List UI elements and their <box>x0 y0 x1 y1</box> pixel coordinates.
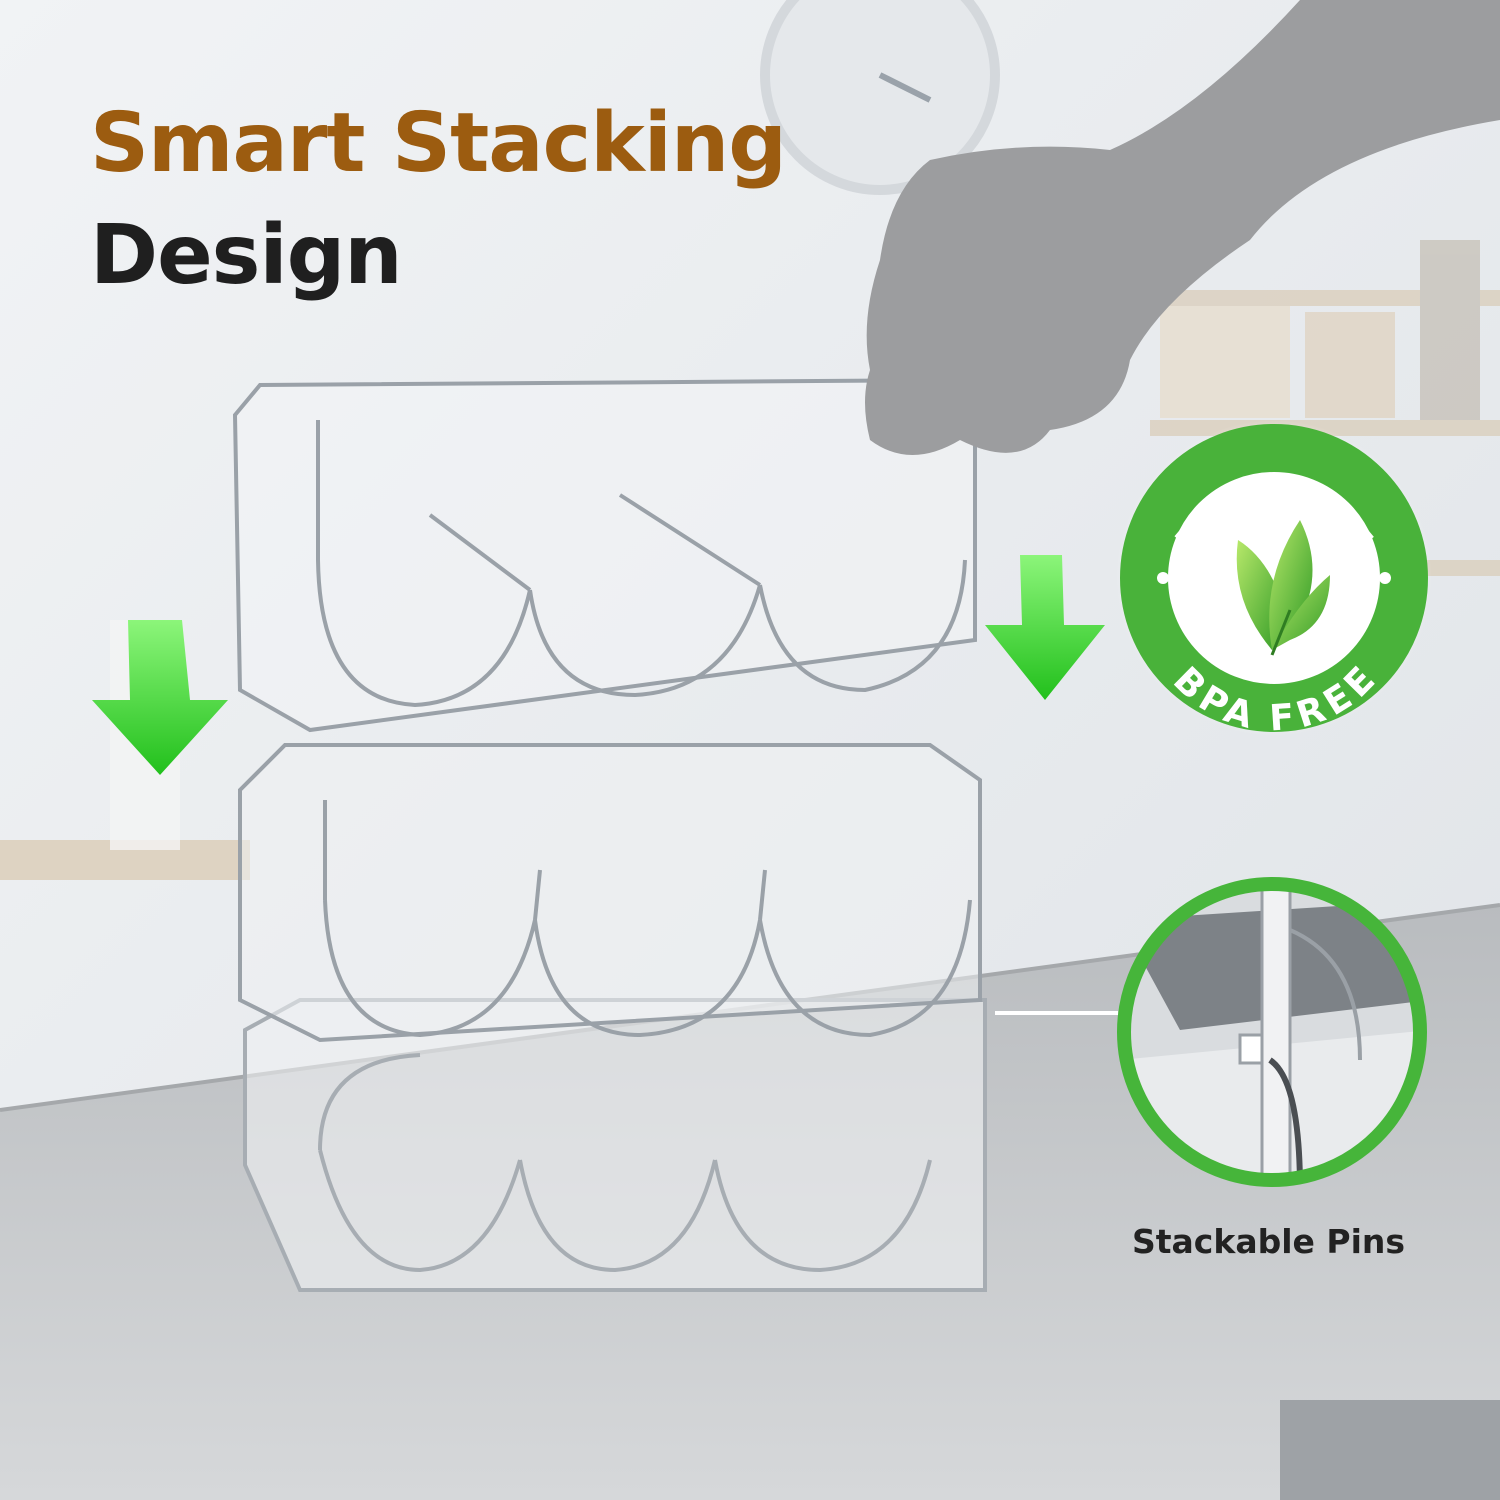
headline: Smart Stacking Design <box>90 88 787 312</box>
clock-hand <box>878 72 932 103</box>
headline-line-1: Smart Stacking <box>90 96 787 191</box>
rack-middle <box>238 743 982 1043</box>
bpa-free-badge <box>1116 420 1432 736</box>
headline-line-2: Design <box>90 208 403 303</box>
hand <box>865 0 1500 455</box>
stackable-pins-label: Stackable Pins <box>1132 1222 1406 1261</box>
rack-top <box>232 377 977 733</box>
leaf-icon <box>1236 520 1330 656</box>
stackable-pins-zoom <box>1117 877 1427 1187</box>
wall-clock <box>760 0 1000 195</box>
rack-bottom <box>243 998 987 1292</box>
arrow-down-icon <box>92 620 228 775</box>
cabinet-front <box>1280 1400 1500 1500</box>
arrow-down-icon <box>985 555 1105 700</box>
